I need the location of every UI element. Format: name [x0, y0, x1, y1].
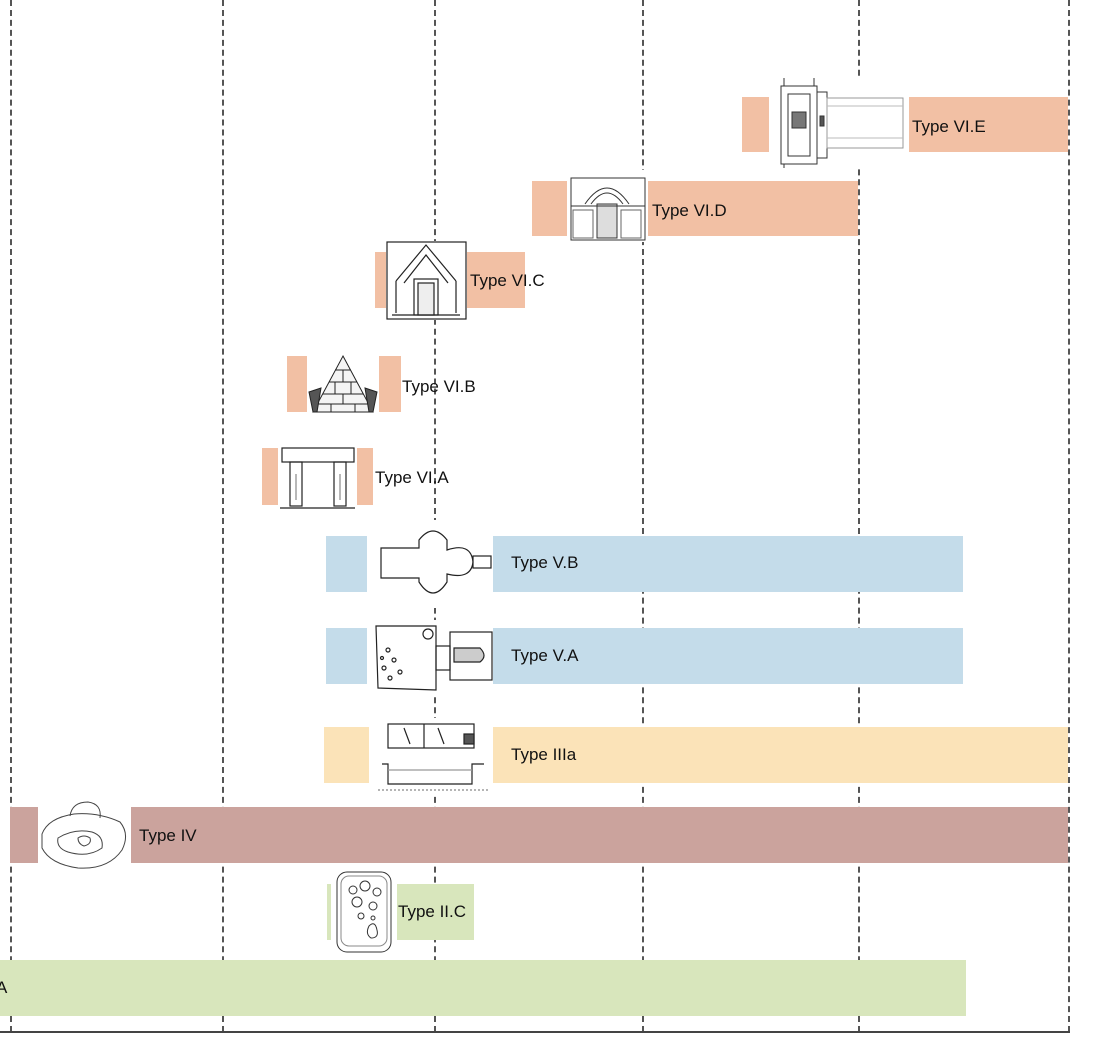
chamber-with-corridor-plan-icon: [370, 620, 493, 694]
time-axis-line: [0, 1031, 1070, 1033]
cist-grave-section-icon: [374, 718, 493, 796]
type-vi-c-label: Type VI.C: [470, 271, 545, 290]
type-ii-a-bar: [0, 960, 966, 1016]
type-iiia-bar-left: [324, 727, 369, 783]
period-divider-2: [222, 0, 224, 1032]
type-ii-c-bar-left: [327, 884, 331, 940]
type-vi-d-bar-left: [532, 181, 567, 236]
type-iv-bar-right: [131, 807, 1068, 863]
type-vi-e-bar-left: [742, 97, 769, 152]
type-vi-d-label: Type VI.D: [652, 201, 727, 220]
type-vi-d-bar-right: [648, 181, 858, 236]
type-iiia-label: Type IIIa: [511, 745, 577, 764]
type-v-b-label: Type V.B: [511, 553, 579, 572]
type-ii-c-label: Type II.C: [398, 902, 467, 921]
gabled-facade-drawing-icon: [386, 241, 467, 320]
type-vi-c-bar-left: [375, 252, 386, 308]
pit-grave-plan-icon: [331, 868, 397, 956]
type-vi-b-bar-right: [379, 356, 401, 412]
type-vi-c-bar-right: [467, 252, 525, 308]
type-vi-a-bar-right: [357, 448, 373, 505]
type-v-a-label: Type V.A: [511, 646, 579, 665]
type-vi-b-label: Type VI.B: [402, 377, 476, 396]
type-vi-e-label: Type VI.E: [912, 117, 986, 136]
type-iiia-bar-right: [493, 727, 1068, 783]
type-iv-label: Type IV: [139, 826, 197, 845]
period-divider-1: [10, 0, 12, 1032]
period-divider-6: [1068, 0, 1070, 1032]
arched-facade-drawing-icon: [567, 170, 648, 242]
type-vi-a-bar-left: [262, 448, 278, 505]
period-divider-4: [642, 0, 644, 1032]
type-ii-a-label: A: [0, 978, 8, 997]
type-v-a-bar-right: [493, 628, 963, 684]
type-iv-bar-left: [10, 807, 38, 863]
type-vi-b-bar-left: [287, 356, 307, 412]
rock-cut-tomb-sketch-icon: [38, 798, 131, 874]
period-divider-3: [434, 0, 436, 1032]
cruciform-chamber-plan-icon: [373, 520, 493, 608]
type-vi-e-bar-right: [909, 97, 1068, 152]
type-ii-c-bar-right: [397, 884, 474, 940]
stepped-pyramid-drawing-icon: [307, 354, 379, 416]
type-v-a-bar-left: [326, 628, 367, 684]
type-vi-a-label: Type VI.A: [375, 468, 449, 487]
type-v-b-bar-right: [493, 536, 963, 592]
period-divider-5: [858, 0, 860, 1032]
type-v-b-bar-left: [326, 536, 367, 592]
trilithon-doorway-drawing-icon: [278, 444, 357, 512]
temple-plan-drawing-icon: [778, 76, 908, 168]
